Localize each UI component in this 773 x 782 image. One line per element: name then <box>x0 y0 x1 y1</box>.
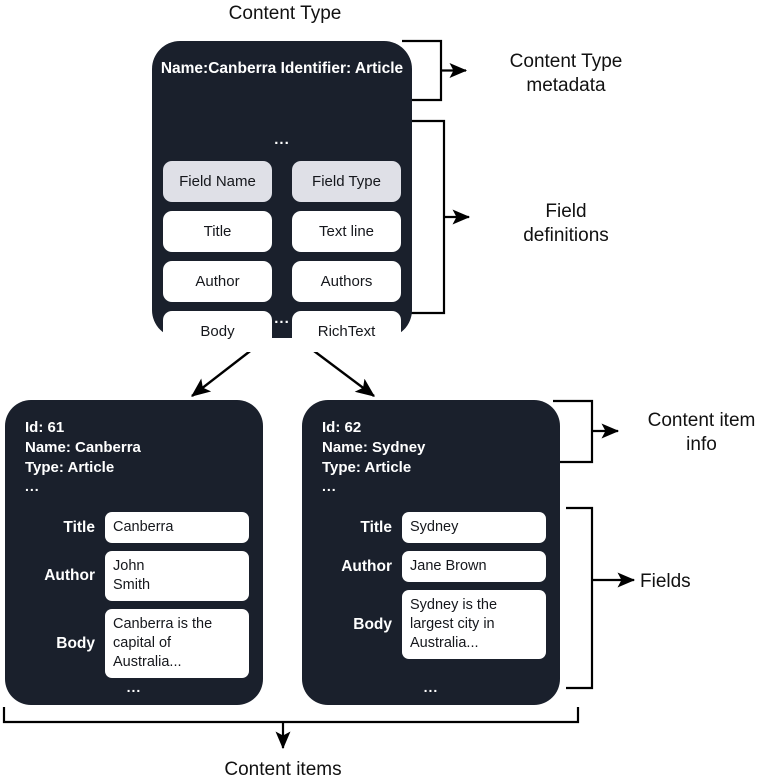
field-row-type[interactable]: Authors <box>292 261 401 302</box>
item-field-value[interactable]: Sydney <box>402 512 546 543</box>
item-field-row: Body Sydney is the largest city in Austr… <box>316 590 546 659</box>
item-field-row: Author Jane Brown <box>316 551 546 582</box>
field-row-type[interactable]: RichText <box>292 311 401 352</box>
item-field-value[interactable]: Sydney is the largest city in Australia.… <box>402 590 546 659</box>
bracket-content-items <box>2 707 580 750</box>
content-item-bottom-ellipsis: ... <box>126 679 142 695</box>
bracket-item-fields <box>566 506 636 690</box>
annotation-item-fields: Fields <box>640 571 691 592</box>
item-field-label: Author <box>341 557 392 575</box>
item-field-value[interactable]: Jane Brown <box>402 551 546 582</box>
item-field-row: Author John Smith <box>19 551 249 601</box>
item-field-value[interactable]: Canberra is the capital of Australia... <box>105 609 249 678</box>
content-item-card-62[interactable]: Id: 62 Name: Sydney Type: Article ... Ti… <box>302 400 560 705</box>
item-field-value[interactable]: John Smith <box>105 551 249 601</box>
item-field-label: Author <box>44 567 95 584</box>
item-field-label: Body <box>56 634 95 652</box>
item-field-value[interactable]: Canberra <box>105 512 249 543</box>
arrow-to-item-left <box>191 344 259 397</box>
item-field-label: Title <box>360 518 392 536</box>
arrow-to-item-right <box>305 344 375 397</box>
item-field-row: Title Sydney <box>316 512 546 543</box>
content-item-fields: Title Canberra Author John Smith Body Ca… <box>19 512 249 686</box>
field-table-header-type: Field Type <box>292 161 401 202</box>
content-item-bottom-ellipsis: ... <box>423 679 439 695</box>
annotation-content-item-info: Content item info <box>647 410 756 455</box>
caption-content-items: Content items <box>224 759 342 780</box>
content-item-info-text: Id: 61 Name: Canberra Type: Article <box>25 419 141 476</box>
content-type-metadata-text: Name:Canberra Identifier: Article <box>160 60 404 77</box>
content-item-info-ellipsis: ... <box>25 478 40 494</box>
item-field-label: Body <box>353 615 392 633</box>
field-row-name[interactable]: Body <box>163 311 272 352</box>
page-title: Content Type <box>228 3 342 24</box>
content-item-fields: Title Sydney Author Jane Brown Body Sydn… <box>316 512 546 667</box>
item-field-row: Title Canberra <box>19 512 249 543</box>
annotation-content-type-metadata: Content Type metadata <box>509 51 623 96</box>
field-row-type[interactable]: Text line <box>292 211 401 252</box>
field-definition-table: Field Name Field Type Title Text line Au… <box>163 161 401 352</box>
content-type-card[interactable]: Name:Canberra Identifier: Article ... Fi… <box>152 41 412 352</box>
content-type-metadata-ellipsis: ... <box>274 131 290 148</box>
field-row-name[interactable]: Author <box>163 261 272 302</box>
content-item-info-ellipsis: ... <box>322 478 337 494</box>
item-field-label: Title <box>63 518 95 536</box>
field-row-name[interactable]: Title <box>163 211 272 252</box>
bracket-content-item-info <box>553 399 620 464</box>
field-table-header-name: Field Name <box>163 161 272 202</box>
content-type-bottom-ellipsis: ... <box>274 310 290 327</box>
bracket-field-definitions <box>408 119 471 315</box>
content-item-card-61[interactable]: Id: 61 Name: Canberra Type: Article ... … <box>5 400 263 705</box>
annotation-field-definitions: Field definitions <box>523 201 609 246</box>
content-item-info-text: Id: 62 Name: Sydney Type: Article <box>322 419 426 476</box>
item-field-row: Body Canberra is the capital of Australi… <box>19 609 249 678</box>
